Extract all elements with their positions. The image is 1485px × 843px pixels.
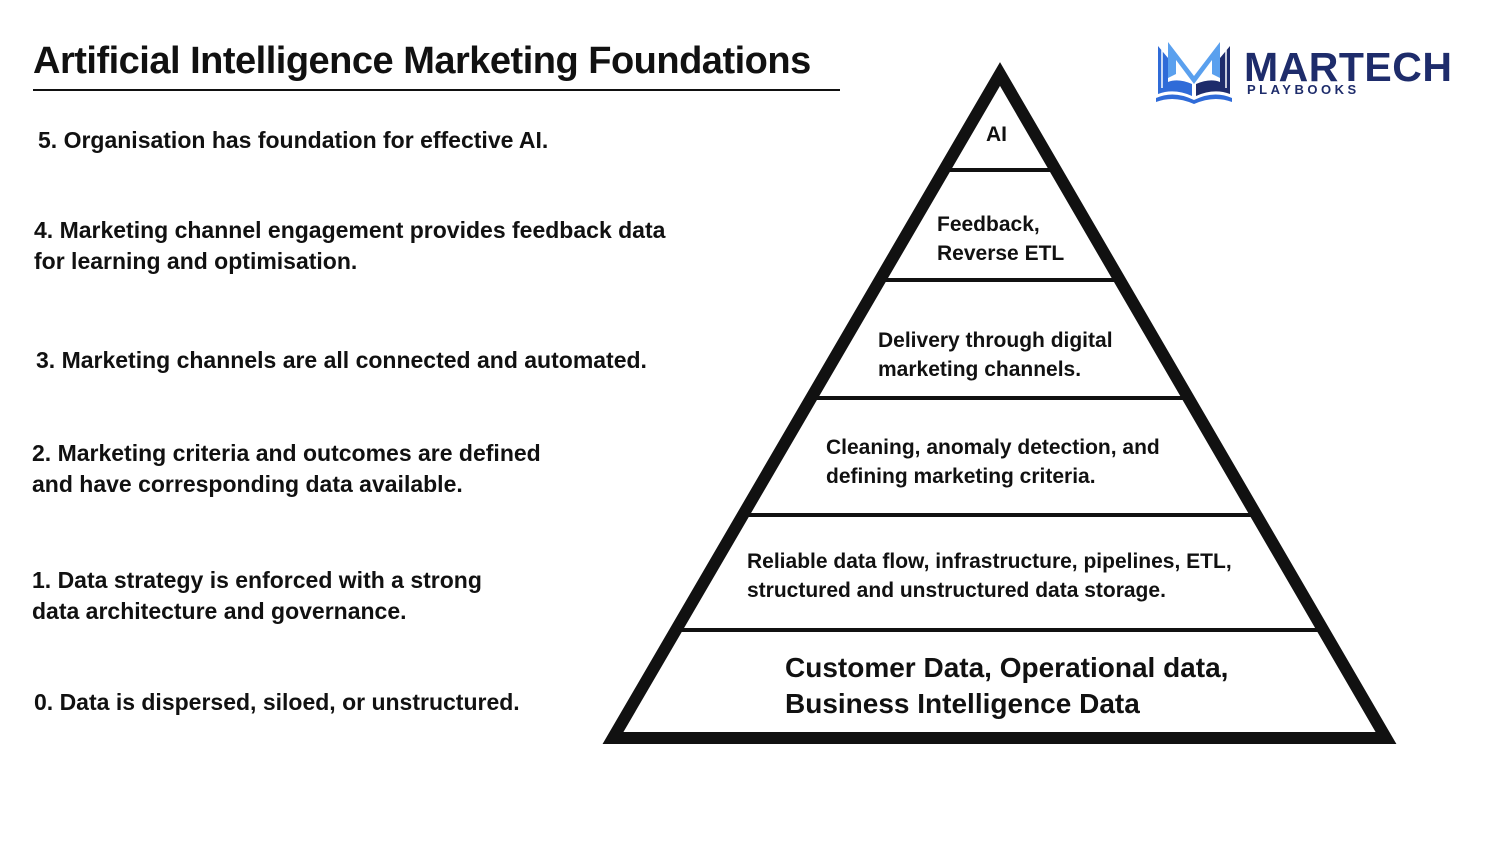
level-5-line-1: 5. Organisation has foundation for effec…	[38, 127, 549, 153]
title-underline	[33, 89, 840, 91]
pyramid-outline	[602, 62, 1397, 744]
tier-feedback-line-1: Feedback,	[937, 213, 1040, 236]
tier-data-flow: Reliable data flow, infrastructure, pipe…	[747, 547, 1232, 605]
tier-ai-line-1: AI	[986, 123, 1007, 146]
level-2-line-1: 2. Marketing criteria and outcomes are d…	[32, 440, 541, 466]
martech-playbooks-logo: MARTECH PLAYBOOKS	[1152, 38, 1452, 108]
level-1-line-1: 1. Data strategy is enforced with a stro…	[32, 567, 482, 593]
tier-cleaning: Cleaning, anomaly detection, and definin…	[826, 433, 1160, 491]
tier-base-data-line-1: Customer Data, Operational data,	[785, 652, 1229, 683]
level-4-line-1: 4. Marketing channel engagement provides…	[34, 217, 666, 243]
level-2-description: 2. Marketing criteria and outcomes are d…	[32, 438, 541, 500]
tier-feedback-line-2: Reverse ETL	[937, 242, 1065, 265]
tier-cleaning-line-1: Cleaning, anomaly detection, and	[826, 436, 1160, 459]
tier-feedback: Feedback, Reverse ETL	[937, 210, 1064, 268]
level-3-description: 3. Marketing channels are all connected …	[36, 345, 647, 376]
level-4-line-2: for learning and optimisation.	[34, 248, 358, 274]
level-0-line-1: 0. Data is dispersed, siloed, or unstruc…	[34, 689, 520, 715]
tier-ai: AI	[986, 122, 1007, 148]
level-1-line-2: data architecture and governance.	[32, 598, 407, 624]
brand-tagline: PLAYBOOKS	[1247, 82, 1360, 97]
tier-delivery-line-1: Delivery through digital	[878, 329, 1113, 352]
tier-delivery: Delivery through digital marketing chann…	[878, 326, 1113, 384]
level-5-description: 5. Organisation has foundation for effec…	[38, 125, 548, 156]
tier-base-data-line-2: Business Intelligence Data	[785, 688, 1140, 719]
tier-data-flow-line-1: Reliable data flow, infrastructure, pipe…	[747, 550, 1232, 573]
level-0-description: 0. Data is dispersed, siloed, or unstruc…	[34, 687, 520, 718]
level-4-description: 4. Marketing channel engagement provides…	[34, 215, 665, 277]
tier-cleaning-line-2: defining marketing criteria.	[826, 465, 1096, 488]
tier-data-flow-line-2: structured and unstructured data storage…	[747, 579, 1166, 602]
level-2-line-2: and have corresponding data available.	[32, 471, 463, 497]
level-1-description: 1. Data strategy is enforced with a stro…	[32, 565, 482, 627]
book-m-logo-icon	[1156, 42, 1232, 104]
page-title: Artificial Intelligence Marketing Founda…	[33, 40, 811, 82]
brand-name: MARTECH	[1244, 44, 1453, 90]
tier-base-data: Customer Data, Operational data, Busines…	[785, 650, 1228, 722]
level-3-line-1: 3. Marketing channels are all connected …	[36, 347, 647, 373]
tier-delivery-line-2: marketing channels.	[878, 358, 1082, 381]
